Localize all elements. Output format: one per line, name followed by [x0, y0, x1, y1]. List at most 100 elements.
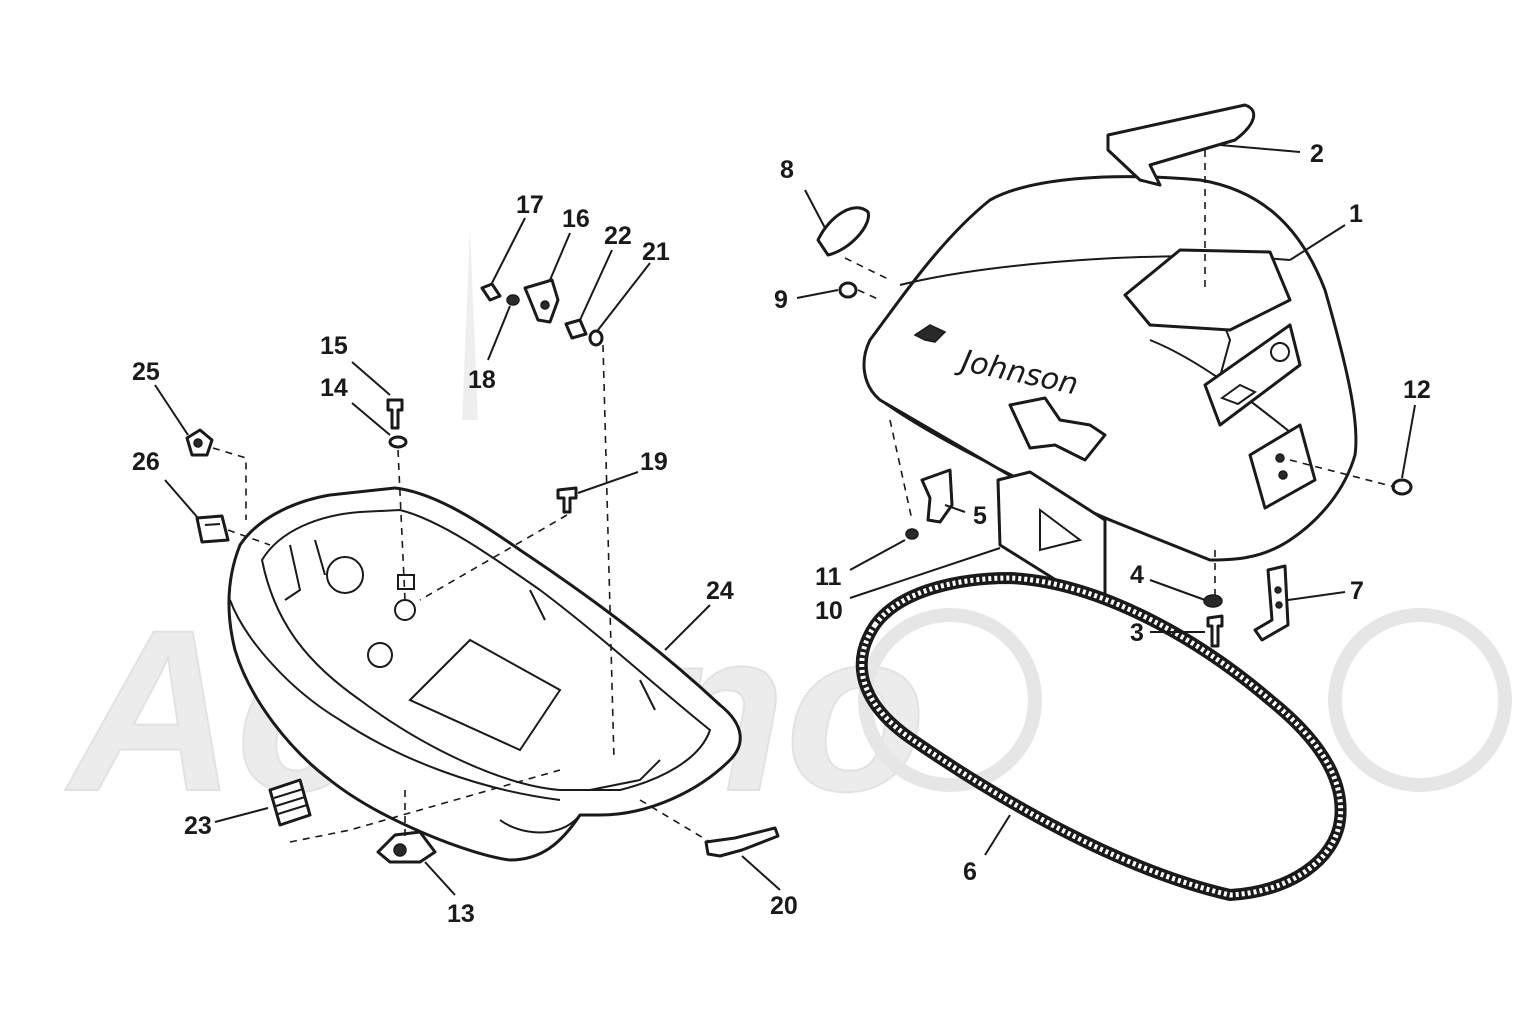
watermark-spire-icon [462, 230, 478, 420]
small-parts-left [185, 278, 780, 864]
callout-26: 26 [132, 448, 160, 476]
part-12-plug [1391, 478, 1413, 496]
callout-12: 12 [1403, 376, 1431, 404]
lower-cover-plate [408, 638, 562, 752]
watermark-wheel-icon [1328, 608, 1512, 792]
lower-cover-slot [397, 574, 415, 590]
lower-cover-inner-rim [260, 508, 712, 791]
callout-9: 9 [774, 286, 788, 314]
leader-line-20 [741, 855, 781, 891]
lower-cover-boss [394, 599, 416, 621]
upper-cover-side-plate [1248, 423, 1317, 510]
lower-cover-assembly [227, 486, 742, 862]
part-26-clip [195, 514, 230, 544]
lower-cover-rib [529, 589, 546, 621]
leader-line-26 [164, 479, 199, 519]
callout-20: 20 [770, 892, 798, 920]
part-15-screw [386, 398, 404, 430]
lower-cover-24 [227, 486, 742, 862]
side-plate-hole [1275, 453, 1285, 463]
callout-23: 23 [184, 812, 212, 840]
alignment-line [639, 799, 711, 843]
callout-13: 13 [447, 900, 475, 928]
alignment-line [1289, 459, 1396, 488]
callout-7: 7 [1350, 577, 1364, 605]
part-9-screw [838, 281, 858, 299]
part-5-clip [920, 468, 954, 524]
callout-6: 6 [963, 858, 977, 886]
part-13-bracket [376, 830, 437, 864]
callout-5: 5 [973, 502, 987, 530]
leader-line-13 [424, 861, 456, 896]
leader-line-5 [944, 504, 966, 513]
leader-line-16 [549, 232, 571, 281]
part-2-handle [1106, 103, 1256, 187]
callout-4: 4 [1130, 561, 1144, 589]
upper-cover-recess [1123, 248, 1292, 332]
side-plate-hole [1278, 470, 1288, 480]
callout-24: 24 [706, 577, 734, 605]
leader-line-8 [804, 189, 826, 229]
part-4-washer [1203, 594, 1223, 608]
callout-8: 8 [780, 156, 794, 184]
callout-2: 2 [1310, 140, 1324, 168]
part-23-ridges [273, 788, 308, 815]
part-6-seal-inner [859, 575, 1344, 898]
alignment-line [857, 289, 881, 301]
part-7-hole [1274, 586, 1282, 594]
leader-line-24 [664, 604, 711, 651]
part-17-screw [480, 282, 502, 302]
leader-line-11 [849, 539, 906, 571]
decal-inner [1039, 508, 1083, 552]
leader-line-1 [1289, 224, 1346, 261]
part-26-slot [204, 523, 221, 526]
side-arrow-emblem [1008, 396, 1107, 462]
emblem-logo-icon [1219, 383, 1257, 406]
leader-line-14 [351, 402, 391, 436]
leader-line-25 [154, 384, 189, 436]
leader-line-19 [577, 471, 639, 494]
leader-line-6 [984, 814, 1011, 856]
part-11-screw [905, 528, 919, 540]
callout-22: 22 [604, 222, 632, 250]
callout-16: 16 [562, 205, 590, 233]
alignment-lines [212, 150, 1396, 843]
lower-cover-skid [499, 814, 581, 834]
callout-21: 21 [642, 238, 670, 266]
callout-14: 14 [320, 374, 348, 402]
lower-cover-boss [367, 642, 393, 668]
lower-cover-lip [229, 599, 561, 801]
leader-line-21 [597, 262, 651, 331]
part-21-ring [588, 329, 604, 347]
part-14-washer [388, 435, 408, 449]
lower-cover-rib [589, 759, 661, 791]
callout-18: 18 [468, 366, 496, 394]
lower-cover-rib [284, 544, 302, 601]
part-8-grommet [816, 206, 870, 257]
callout-17: 17 [516, 191, 544, 219]
part-16-hole [540, 300, 550, 310]
leader-line-12 [1401, 404, 1416, 479]
part-3-screw [1206, 614, 1224, 648]
part-22-bushing [564, 318, 588, 340]
part-16-latch [523, 278, 560, 324]
callout-1: 1 [1349, 200, 1363, 228]
lower-cover-rib [639, 679, 656, 711]
part-20-lever [704, 826, 780, 858]
johnson-logo-icon [913, 324, 947, 343]
leader-line-4 [1149, 579, 1206, 601]
alignment-line [889, 419, 913, 521]
leader-line-10 [849, 547, 1001, 599]
callout-11: 11 [815, 563, 842, 591]
callouts: 1 2 3 4 5 6 7 8 9 10 11 12 13 14 15 16 1… [132, 140, 1431, 928]
watermark-wheel-icon [858, 608, 1042, 792]
part-13-hole [393, 843, 407, 857]
part-7-hole [1275, 601, 1283, 609]
callout-10: 10 [815, 597, 843, 625]
leader-line-18 [487, 305, 511, 361]
lower-cover-boss [326, 556, 364, 594]
leader-line-17 [491, 217, 526, 284]
callout-3: 3 [1130, 619, 1144, 647]
leader-line-2 [1219, 144, 1301, 153]
